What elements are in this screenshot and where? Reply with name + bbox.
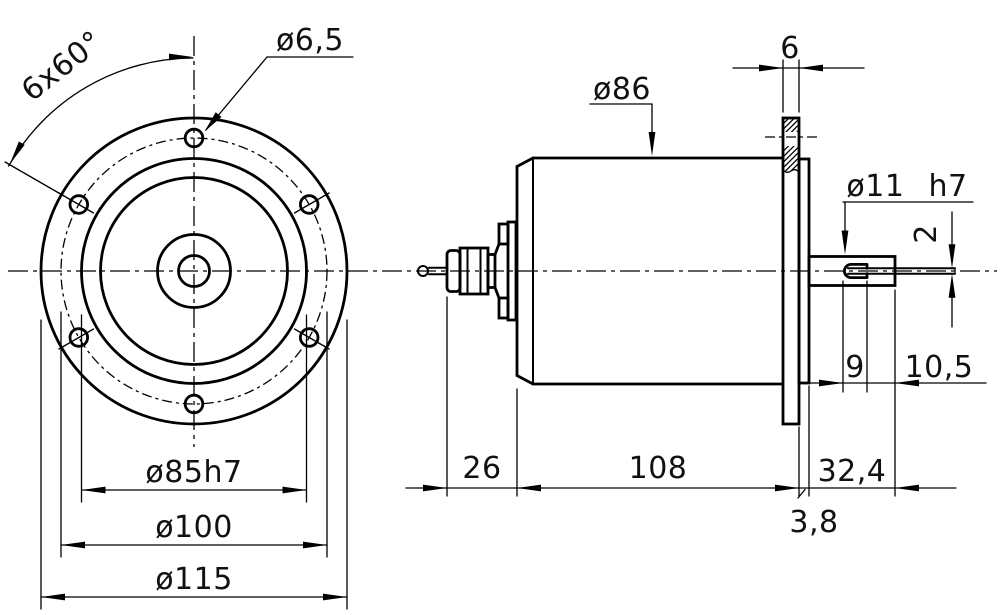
pilot-dia-label: ø85h7 (145, 455, 242, 490)
bolt-hole (299, 327, 320, 348)
angle-dimension-arc (7, 57, 194, 167)
bolt-pattern-angle-label: 6x60° (15, 24, 109, 109)
angle-extension-line (4, 161, 65, 197)
body-chamfer (515, 156, 535, 168)
arrowhead (775, 484, 799, 492)
arrowhead (41, 593, 65, 601)
bolt-hole-dia-label: ø6,5 (276, 23, 344, 58)
shaft (807, 255, 956, 287)
arrowhead (895, 484, 919, 492)
flange-thickness-label: 6 (780, 31, 800, 66)
arrowhead (423, 484, 447, 492)
motor-body (515, 156, 785, 386)
gland-bell-edge (493, 286, 501, 300)
arrowhead (204, 112, 222, 132)
arrowhead (9, 141, 25, 164)
slot-offset-label: 10,5 (905, 350, 974, 385)
bolt-hole-centermark (293, 192, 330, 214)
shaft-body (807, 255, 897, 287)
dimension-slot-chain: 9 10,5 (808, 280, 987, 393)
bolt-holes (58, 127, 330, 415)
body-length-label: 108 (629, 451, 688, 486)
pin-thickness-label: 2 (909, 224, 944, 244)
arrowhead (948, 244, 956, 269)
dimension-shaft-dia: ø11 h7 (841, 169, 974, 255)
front-length-label: 26 (462, 451, 501, 486)
side-view: ø86 6 ø11 h7 2 (405, 31, 987, 540)
dimension-flange-dia: ø115 (40, 319, 348, 610)
bolt-circle-centerline (60, 137, 328, 405)
dimension-pin-thickness: 2 (909, 211, 956, 328)
pilot-circle (80, 157, 308, 385)
bolt-hole (183, 127, 205, 149)
arrowhead (323, 593, 347, 601)
arrowhead (517, 484, 541, 492)
cable-gland (417, 220, 518, 322)
mounting-flange (765, 116, 818, 426)
dimension-bolt-circle-dia: ø100 (60, 311, 328, 558)
bolt-hole-centermark (58, 192, 95, 214)
bolt-hole (299, 194, 320, 215)
gland-step (486, 253, 497, 289)
arrowhead (61, 541, 85, 549)
dimension-body-dia: ø86 (589, 72, 656, 156)
gland-bell-edge (493, 242, 501, 256)
bolt-hole (183, 393, 205, 415)
slot-length-label: 9 (845, 350, 865, 385)
flange-outer-circle (39, 116, 349, 426)
dimension-bolt-hole-dia: ø6,5 (204, 23, 354, 132)
body-dia-label: ø86 (593, 72, 651, 107)
wire-loop (417, 265, 429, 277)
dimension-pilot-dia: ø85h7 (80, 314, 308, 503)
arrowhead (648, 132, 656, 156)
arrowhead (799, 64, 823, 72)
local-section-break-line (782, 169, 800, 173)
dimension-bolt-pattern-angle: 6x60° (4, 24, 194, 197)
inner-step-circle (99, 176, 289, 366)
arrowhead (282, 486, 307, 494)
arrowhead (948, 273, 956, 298)
bolt-circle-dia-label: ø100 (155, 510, 233, 545)
shaft-length-label: 32,4 (818, 454, 887, 489)
dimension-flange-thickness: 6 (732, 31, 865, 113)
shaft-circle (177, 254, 211, 288)
arrowhead (841, 230, 849, 255)
section-hatching (783, 118, 799, 171)
bolt-hole (68, 327, 90, 348)
arrowhead (81, 486, 106, 494)
bolt-hole-centermark (293, 328, 330, 350)
leader-line (797, 488, 806, 499)
front-view: 6x60° ø6,5 ø85h7 ø100 (4, 23, 354, 610)
arrowhead (759, 64, 783, 72)
arrowhead (169, 53, 193, 61)
flange-dia-label: ø115 (155, 562, 233, 597)
arrowhead (895, 379, 919, 387)
centerlines (8, 36, 997, 447)
shaft-dia-label: ø11 h7 (846, 169, 967, 204)
arrowhead (819, 379, 843, 387)
bolt-hole-centermark (58, 328, 95, 350)
arrowhead (303, 541, 327, 549)
body-chamfer (515, 374, 535, 386)
spigot-depth-label: 3,8 (789, 505, 838, 540)
bolt-hole (68, 194, 90, 215)
dimension-length-chain: 26 108 32,4 3,8 (405, 289, 957, 540)
boss-circle (156, 233, 232, 309)
